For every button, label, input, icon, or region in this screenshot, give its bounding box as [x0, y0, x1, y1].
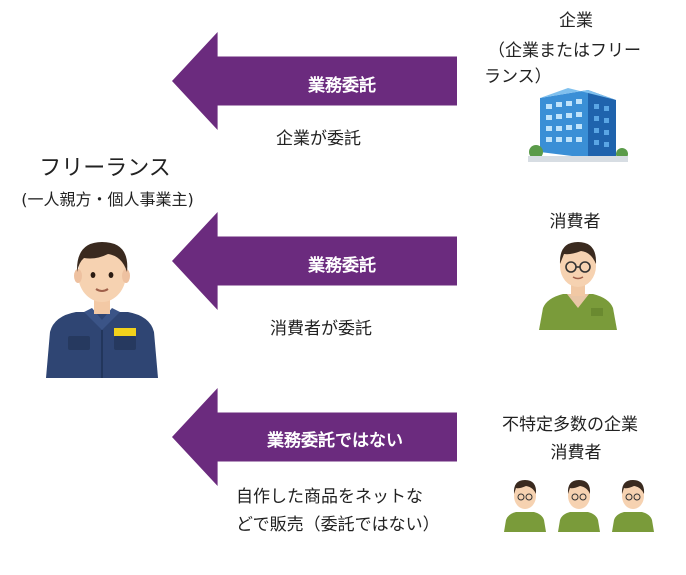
party-subtitle-row-3: 消費者: [550, 443, 602, 463]
people-icon: [504, 480, 654, 532]
party-title-row-1: 企業: [559, 11, 593, 31]
caption-row-1: 企業が委託: [276, 129, 361, 149]
uniform-collar: [84, 308, 120, 330]
party-subtitle2-row-1: ランス）: [484, 67, 552, 87]
caption-row-3-line1: 自作した商品をネットな: [236, 487, 423, 507]
shirt: [539, 294, 617, 330]
name-badge: [114, 328, 136, 336]
freelancer-title: フリーランス: [39, 156, 171, 181]
worker-hair: [76, 242, 128, 272]
party-title-row-3: 不特定多数の企業: [502, 415, 638, 435]
freelancer-subtitle: (一人親方・個人事業主): [21, 190, 194, 209]
arrow-label-row-3: 業務委託ではない: [267, 431, 403, 451]
caption-row-3-line2: どで販売（委託ではない）: [236, 515, 440, 535]
crowd-person-1: [504, 480, 546, 532]
person-icon: [539, 242, 617, 330]
crowd-person-3: [612, 480, 654, 532]
party-title-row-2: 消費者: [549, 212, 601, 232]
arrow-label-row-2: 業務委託: [308, 256, 376, 276]
building-icon: [528, 88, 628, 162]
worker-head: [78, 246, 126, 302]
arrow-label-row-1: 業務委託: [308, 76, 376, 96]
worker-icon: [46, 242, 158, 378]
caption-row-2: 消費者が委託: [270, 319, 372, 339]
crowd-person-2: [558, 480, 600, 532]
party-subtitle-row-1: （企業またはフリー: [488, 41, 641, 61]
